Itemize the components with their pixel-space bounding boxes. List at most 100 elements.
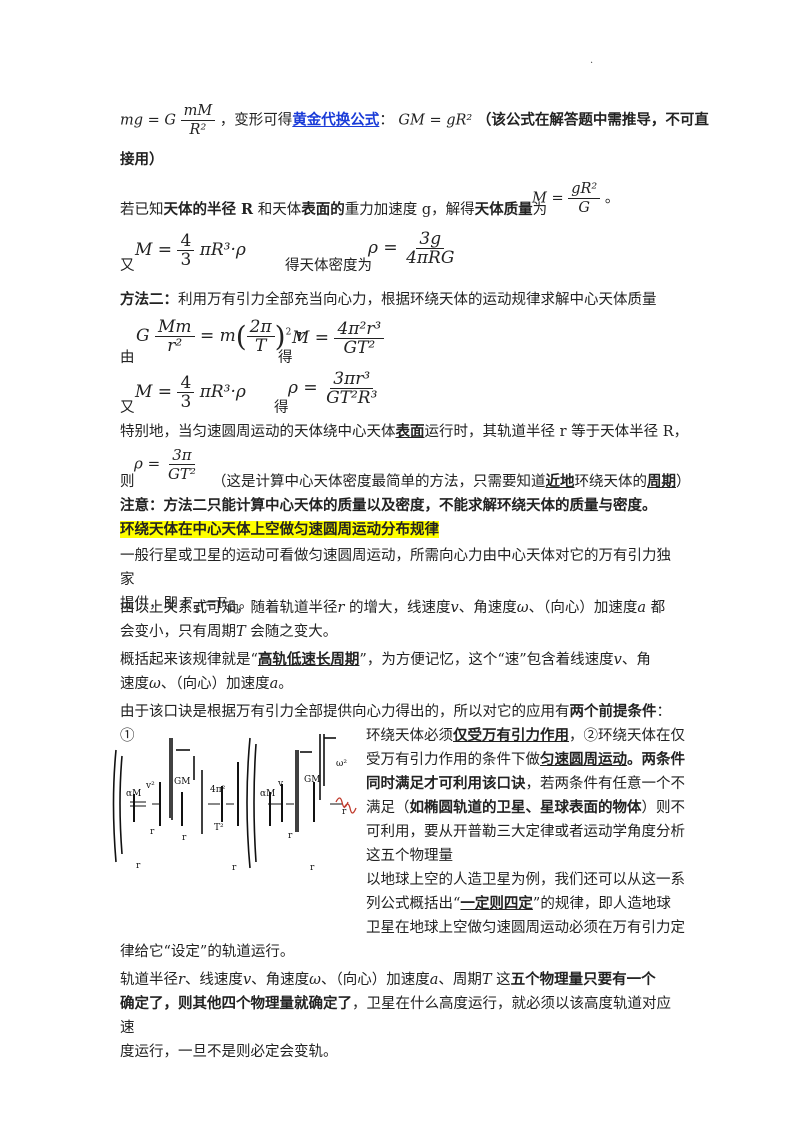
bold-text: 天体的半径 R bbox=[163, 201, 254, 218]
frac-den: GT²R³ bbox=[326, 388, 378, 408]
bold-text: 。两条件 bbox=[627, 751, 685, 768]
svg-text:GM: GM bbox=[304, 775, 320, 785]
formula: = m bbox=[199, 326, 236, 346]
conditions-block: 环绕天体必须仅受万有引力作用，②环绕天体在仅 受万有引力作用的条件下做匀速圆周运… bbox=[366, 724, 686, 940]
svg-text:T²: T² bbox=[214, 823, 224, 833]
fraction: 3πr³ GT²R³ bbox=[323, 370, 380, 407]
text: 环绕天体必须 bbox=[366, 728, 453, 744]
text: 和天体 bbox=[253, 202, 302, 218]
bold-text: 确定了，则其他四个物理量就确定了 bbox=[120, 995, 352, 1012]
prefix-you3: 又 bbox=[120, 400, 135, 416]
golden-formula-link[interactable]: 黄金代换公式 bbox=[292, 111, 380, 129]
bold-text: 如椭圆轨道的卫星、星球表面的物体 bbox=[409, 799, 642, 816]
bold-text: 同时满足才可利用该口诀 bbox=[366, 775, 526, 792]
text: 以地球上空的人造卫星为例，我们还可以从这一系 bbox=[366, 872, 685, 888]
formula-note-end: 接用） bbox=[120, 151, 164, 168]
formula-tail: πR³·ρ bbox=[199, 382, 246, 402]
text: 、角速度 bbox=[458, 600, 517, 616]
text: ） bbox=[676, 474, 691, 490]
text: 概括起来该规律就是“ bbox=[120, 652, 258, 668]
text: ，卫星在什么高度运行，就必须以该高度轨道对应速 bbox=[120, 996, 671, 1036]
frac-den: GT² bbox=[167, 465, 196, 483]
bold-text: 仅受万有引力作用 bbox=[453, 727, 569, 744]
bold-text: 两个前提条件 bbox=[569, 703, 657, 720]
get-label: 得 bbox=[278, 350, 293, 366]
mass-formula-line: 若已知天体的半径 R 和天体表面的重力加速度 g，解得天体质量为 bbox=[120, 200, 547, 220]
fraction: 4π²r³ GT² bbox=[334, 320, 385, 358]
fraction: 4 3 bbox=[177, 374, 195, 412]
formula: M = bbox=[135, 382, 178, 402]
bold-text: 匀速圆周运动 bbox=[540, 751, 627, 768]
text: 若已知 bbox=[120, 202, 164, 218]
bold-text: 近地 bbox=[545, 473, 575, 490]
method-text: 利用万有引力全部充当向心力，根据环绕天体的运动规律求解中心天体质量 bbox=[178, 292, 657, 308]
formula-lhs: mg = G bbox=[120, 112, 176, 129]
frac-den: 3 bbox=[180, 250, 192, 270]
note-line: 注意：方法二只能计算中心天体的质量以及密度，不能求解环绕天体的质量与密度。 bbox=[120, 497, 657, 514]
symbol: v bbox=[613, 652, 622, 668]
text: 会随之变大。 bbox=[245, 624, 338, 640]
text: 提供，即 F bbox=[120, 596, 193, 612]
volume-mass-formula: M = 4 3 πR³·ρ bbox=[135, 232, 246, 269]
svg-text:r: r bbox=[342, 807, 347, 817]
central-mass-formula: M = 4π²r³ GT² bbox=[292, 320, 385, 358]
formula: G bbox=[136, 326, 150, 346]
text: 这五个物理量 bbox=[366, 848, 453, 864]
corner-mark: · bbox=[590, 58, 594, 69]
subscript: 向 bbox=[226, 600, 239, 615]
svg-text:v: v bbox=[277, 779, 284, 789]
svg-text:4π²: 4π² bbox=[210, 785, 226, 795]
paragraph-3: 概括起来该规律就是“高轨低速长周期”，为方便记忆，这个“速”包含着线速度v、角 … bbox=[120, 648, 680, 696]
text: 轨道半径 bbox=[120, 972, 178, 988]
bold-text: 高轨低速长周期 bbox=[257, 651, 360, 668]
prefix-ze: 则 bbox=[120, 474, 135, 490]
density-formula-2: ρ = 3πr³ GT²R³ bbox=[288, 370, 380, 407]
frac-num: 3πr³ bbox=[330, 370, 374, 389]
method-two: 方法二：利用万有引力全部充当向心力，根据环绕天体的运动规律求解中心天体质量 bbox=[120, 290, 657, 310]
symbol: ω bbox=[516, 600, 529, 616]
get-label: 得 bbox=[274, 400, 289, 416]
frac-num: mM bbox=[180, 102, 216, 121]
text: 、角 bbox=[621, 652, 651, 668]
formula-lhs: M = bbox=[532, 190, 564, 207]
text: 运行时，其轨道半径 r 等于天体半径 R， bbox=[424, 424, 689, 440]
symbol: v bbox=[450, 600, 459, 616]
text: 、（向心）加速度 bbox=[528, 600, 638, 616]
frac-den: 4πRG bbox=[406, 248, 455, 268]
bold-text: 表面 bbox=[395, 423, 425, 440]
fraction: gR² G bbox=[568, 180, 601, 217]
text: 为 bbox=[532, 202, 548, 218]
golden-formula: GM = gR² bbox=[398, 112, 473, 129]
method-label: 方法二： bbox=[120, 291, 178, 308]
volume-mass-formula-2: M = 4 3 πR³·ρ bbox=[135, 374, 246, 411]
symbol: v bbox=[242, 972, 252, 988]
text: 满足（ bbox=[366, 800, 410, 816]
text: 重力加速度 g，解得 bbox=[344, 202, 475, 218]
formula: M = bbox=[292, 328, 330, 348]
frac-den: 3 bbox=[180, 392, 192, 412]
svg-text:v²: v² bbox=[145, 781, 155, 791]
frac-den: r² bbox=[167, 336, 183, 356]
frac-num: 3g bbox=[416, 230, 445, 249]
text: 速度 bbox=[120, 676, 149, 692]
paragraph-5: 律给它“设定”的轨道运行。 bbox=[120, 944, 295, 960]
svg-text:r: r bbox=[232, 863, 237, 873]
formula: ρ = bbox=[368, 238, 398, 258]
text: 都 bbox=[645, 600, 666, 616]
text: ）则不 bbox=[641, 800, 686, 816]
text: 、周期 bbox=[438, 972, 482, 988]
prefix-you: 又 bbox=[120, 258, 135, 274]
symbol: ω bbox=[149, 676, 161, 692]
svg-text:r: r bbox=[136, 861, 141, 871]
frac-den: GT² bbox=[343, 338, 376, 358]
svg-text:ω²: ω² bbox=[336, 759, 347, 769]
formula-tail: πR³·ρ bbox=[199, 240, 246, 260]
formula: ρ = bbox=[134, 454, 161, 473]
frac-num: 4π²r³ bbox=[334, 320, 385, 339]
text: 。 bbox=[238, 596, 254, 612]
symbol: a bbox=[269, 676, 279, 692]
formula: ρ = bbox=[288, 378, 318, 398]
text: 特别地，当匀速圆周运动的天体绕中心天体 bbox=[120, 424, 396, 440]
fraction: 2π T bbox=[246, 318, 275, 355]
